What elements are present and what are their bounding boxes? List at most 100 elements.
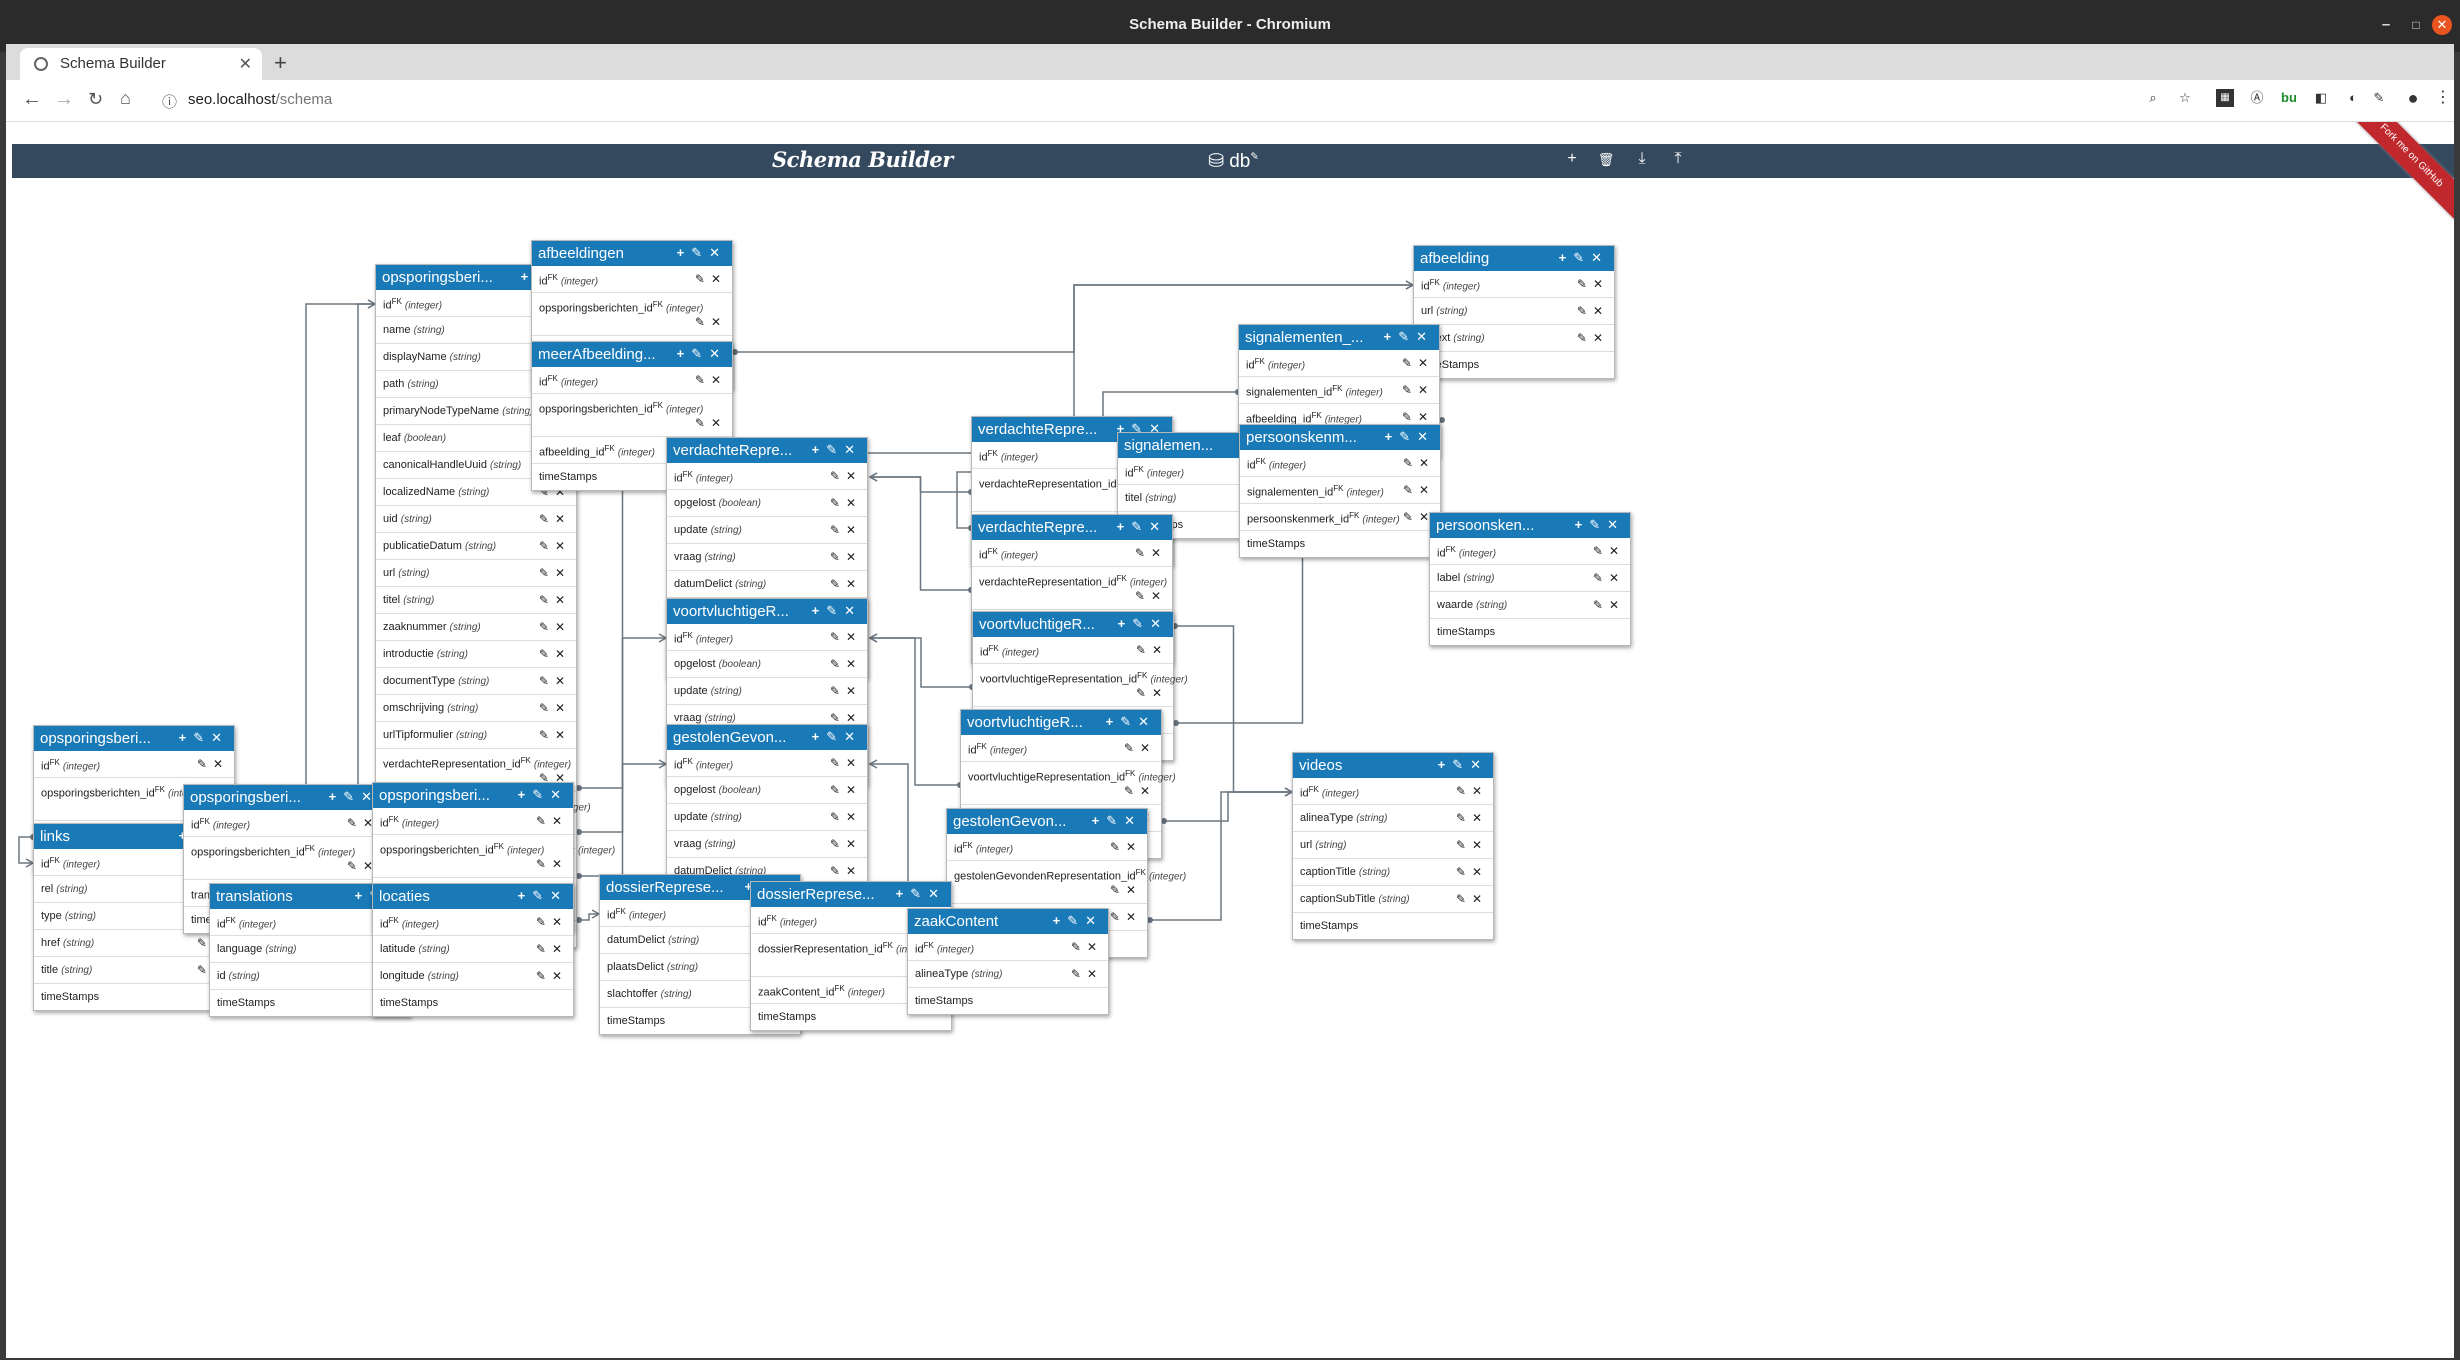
delete-field-icon[interactable]: ✕ bbox=[845, 684, 862, 698]
field-row[interactable]: opsporingsberichten_idFK (integer)✎✕ bbox=[184, 837, 384, 880]
upload-icon[interactable]: ⤒ bbox=[1674, 150, 1682, 167]
edit-table-icon[interactable]: ✎ bbox=[343, 789, 362, 804]
edit-field-icon[interactable]: ✎ bbox=[1592, 544, 1609, 558]
add-field-icon[interactable]: + bbox=[811, 603, 827, 618]
add-field-icon[interactable]: + bbox=[811, 442, 827, 457]
delete-field-icon[interactable]: ✕ bbox=[1471, 892, 1488, 906]
edit-field-icon[interactable]: ✎ bbox=[1070, 940, 1087, 954]
table-header[interactable]: dossierReprese...+✎✕ bbox=[751, 882, 951, 907]
edit-field-icon[interactable]: ✎ bbox=[1402, 510, 1419, 524]
delete-table-icon[interactable]: ✕ bbox=[1085, 913, 1103, 928]
add-field-icon[interactable]: + bbox=[354, 888, 370, 903]
edit-db-icon[interactable]: ✎ bbox=[1250, 151, 1259, 163]
delete-table-icon[interactable]: ✕ bbox=[844, 729, 862, 744]
field-row[interactable]: voortvluchtigeRepresentation_idFK (integ… bbox=[973, 664, 1188, 707]
delete-field-icon[interactable]: ✕ bbox=[845, 657, 862, 671]
bookmark-star-icon[interactable]: ☆ bbox=[2179, 90, 2191, 105]
field-row[interactable]: signalementen_idFK (integer)✎✕ bbox=[1239, 377, 1439, 404]
tab-schema-builder[interactable]: Schema Builder ✕ bbox=[20, 48, 262, 80]
field-row[interactable]: url (string)✎✕ bbox=[1414, 298, 1614, 325]
delete-field-icon[interactable]: ✕ bbox=[845, 864, 862, 878]
field-row[interactable]: idFK (integer)✎✕ bbox=[373, 909, 573, 936]
field-row[interactable]: waarde (string)✎✕ bbox=[1430, 592, 1630, 619]
edit-field-icon[interactable]: ✎ bbox=[346, 859, 363, 873]
delete-field-icon[interactable]: ✕ bbox=[1417, 383, 1434, 397]
field-row[interactable]: verdachteRepresentation_idFK (integer)✎✕ bbox=[972, 567, 1172, 610]
edit-field-icon[interactable]: ✎ bbox=[538, 701, 555, 715]
close-window-icon[interactable]: ✕ bbox=[2432, 15, 2452, 35]
profile-icon[interactable]: ● bbox=[2407, 88, 2419, 108]
delete-table-icon[interactable]: ✕ bbox=[844, 603, 862, 618]
schema-table[interactable]: persoonskenm...+✎✕idFK (integer)✎✕signal… bbox=[1239, 424, 1441, 558]
delete-field-icon[interactable]: ✕ bbox=[551, 969, 568, 983]
field-row[interactable]: idFK (integer)✎✕ bbox=[373, 808, 573, 835]
delete-table-icon[interactable]: ✕ bbox=[1470, 757, 1488, 772]
edit-field-icon[interactable]: ✎ bbox=[829, 837, 846, 851]
delete-field-icon[interactable]: ✕ bbox=[554, 674, 571, 688]
delete-field-icon[interactable]: ✕ bbox=[554, 647, 571, 661]
edit-field-icon[interactable]: ✎ bbox=[1576, 277, 1593, 291]
field-row[interactable]: captionSubTitle (string)✎✕ bbox=[1293, 886, 1493, 913]
url-field[interactable]: seo.localhost/schema bbox=[188, 91, 332, 108]
field-row[interactable]: idFK (integer)✎✕ bbox=[972, 540, 1172, 567]
trash-icon[interactable]: 🗑 bbox=[1597, 152, 1615, 167]
add-field-icon[interactable]: + bbox=[676, 245, 692, 260]
field-row[interactable]: opgelost (boolean)✎✕ bbox=[667, 777, 867, 804]
field-row[interactable]: captionTitle (string)✎✕ bbox=[1293, 859, 1493, 886]
field-row[interactable]: idFK (integer)✎✕ bbox=[961, 735, 1161, 762]
edit-field-icon[interactable]: ✎ bbox=[1401, 410, 1418, 424]
delete-field-icon[interactable]: ✕ bbox=[845, 810, 862, 824]
db-selector[interactable]: ⛁ db✎ bbox=[1208, 150, 1259, 173]
delete-field-icon[interactable]: ✕ bbox=[1151, 686, 1168, 700]
edit-field-icon[interactable]: ✎ bbox=[694, 416, 711, 430]
edit-table-icon[interactable]: ✎ bbox=[532, 787, 551, 802]
delete-field-icon[interactable]: ✕ bbox=[1151, 643, 1168, 657]
tab-close-icon[interactable]: ✕ bbox=[238, 56, 252, 73]
delete-field-icon[interactable]: ✕ bbox=[551, 814, 568, 828]
edit-field-icon[interactable]: ✎ bbox=[829, 496, 846, 510]
field-row[interactable]: signalementen_idFK (integer)✎✕ bbox=[1240, 477, 1440, 504]
field-row[interactable]: idFK (integer)✎✕ bbox=[1293, 778, 1493, 805]
edit-field-icon[interactable]: ✎ bbox=[829, 864, 846, 878]
table-header[interactable]: afbeeldingen+✎✕ bbox=[532, 241, 732, 266]
schema-table[interactable]: zaakContent+✎✕idFK (integer)✎✕alineaType… bbox=[907, 908, 1109, 1015]
add-field-icon[interactable]: + bbox=[1052, 913, 1068, 928]
add-field-icon[interactable]: + bbox=[1558, 250, 1574, 265]
field-row[interactable]: url (string)✎✕ bbox=[376, 560, 576, 587]
edit-field-icon[interactable]: ✎ bbox=[1455, 838, 1472, 852]
field-row[interactable]: idFK (integer)✎✕ bbox=[667, 750, 867, 777]
field-row[interactable]: idFK (integer)✎✕ bbox=[532, 367, 732, 394]
table-header[interactable]: locaties+✎✕ bbox=[373, 884, 573, 909]
add-field-icon[interactable]: + bbox=[1574, 517, 1590, 532]
delete-field-icon[interactable]: ✕ bbox=[554, 512, 571, 526]
edit-field-icon[interactable]: ✎ bbox=[1401, 356, 1418, 370]
add-field-icon[interactable]: + bbox=[1437, 757, 1453, 772]
edit-table-icon[interactable]: ✎ bbox=[691, 245, 710, 260]
edit-field-icon[interactable]: ✎ bbox=[535, 857, 552, 871]
edit-field-icon[interactable]: ✎ bbox=[538, 674, 555, 688]
table-header[interactable]: videos+✎✕ bbox=[1293, 753, 1493, 778]
field-row[interactable]: idFK (integer)✎✕ bbox=[947, 834, 1147, 861]
delete-field-icon[interactable]: ✕ bbox=[845, 630, 862, 644]
edit-field-icon[interactable]: ✎ bbox=[1402, 456, 1419, 470]
delete-field-icon[interactable]: ✕ bbox=[212, 757, 229, 771]
schema-table[interactable]: afbeelding+✎✕idFK (integer)✎✕url (string… bbox=[1413, 245, 1615, 379]
edit-table-icon[interactable]: ✎ bbox=[1589, 517, 1608, 532]
add-field-icon[interactable]: + bbox=[517, 888, 533, 903]
edit-field-icon[interactable]: ✎ bbox=[829, 711, 846, 725]
delete-table-icon[interactable]: ✕ bbox=[1416, 329, 1434, 344]
add-field-icon[interactable]: + bbox=[895, 886, 911, 901]
table-header[interactable]: opsporingsberi...+✎✕ bbox=[373, 783, 573, 808]
edit-field-icon[interactable]: ✎ bbox=[1123, 784, 1140, 798]
delete-table-icon[interactable]: ✕ bbox=[1417, 429, 1435, 444]
schema-table[interactable]: locaties+✎✕idFK (integer)✎✕latitude (str… bbox=[372, 883, 574, 1017]
add-field-icon[interactable]: + bbox=[811, 729, 827, 744]
edit-field-icon[interactable]: ✎ bbox=[538, 647, 555, 661]
edit-field-icon[interactable]: ✎ bbox=[829, 810, 846, 824]
edit-table-icon[interactable]: ✎ bbox=[1573, 250, 1592, 265]
app-brand[interactable]: Schema Builder bbox=[772, 147, 953, 172]
edit-field-icon[interactable]: ✎ bbox=[1109, 840, 1126, 854]
delete-field-icon[interactable]: ✕ bbox=[1086, 967, 1103, 981]
add-field-icon[interactable]: + bbox=[520, 269, 536, 284]
edit-field-icon[interactable]: ✎ bbox=[1401, 383, 1418, 397]
